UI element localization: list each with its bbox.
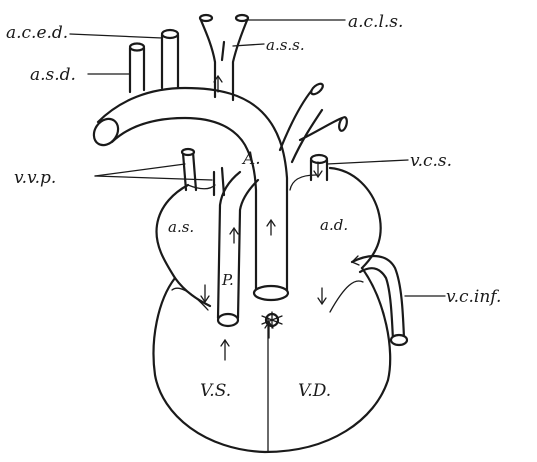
right-upper-branches xyxy=(280,90,342,162)
branch-a-s-d xyxy=(130,48,144,92)
vena-cava-inferior-opening xyxy=(391,335,407,345)
label-a-s-s: a.s.s. xyxy=(266,36,305,54)
pulmonary-artery xyxy=(218,172,258,318)
label-a-s-d: a.s.d. xyxy=(30,65,76,85)
right-branch-upper-opening xyxy=(309,82,324,96)
label-a-c-l-s: a.c.l.s. xyxy=(348,12,403,32)
label-right-atrium: a.d. xyxy=(320,216,348,234)
label-v-v-p: v.v.p. xyxy=(14,168,56,188)
branch-a-c-e-d-opening xyxy=(162,30,178,38)
label-left-ventricle: V.S. xyxy=(200,381,231,401)
branch-a-c-l-s-trunk xyxy=(200,18,248,100)
left-atrium-top xyxy=(188,185,215,189)
pulmonary-vein-left xyxy=(183,152,196,190)
branch-a-c-e-d xyxy=(162,35,178,88)
vena-cava-superior-opening xyxy=(311,155,327,163)
label-v-c-s: v.c.s. xyxy=(410,151,452,171)
aortic-root-opening xyxy=(254,286,288,300)
label-aorta-A: A. xyxy=(241,149,261,169)
label-v-c-inf: v.c.inf. xyxy=(446,287,501,307)
branch-a-s-d-opening xyxy=(130,44,144,51)
right-ventricle-inner-curve xyxy=(330,281,363,312)
label-pulmonary-P: P. xyxy=(221,271,234,289)
left-atrium-outline xyxy=(156,185,210,306)
aortic-arch-inner xyxy=(112,118,256,290)
pulmonary-vein-right xyxy=(214,168,224,195)
branch-fork-left-opening xyxy=(200,15,212,21)
descending-aorta-cut-end xyxy=(89,114,123,150)
pulmonary-vein-left-opening xyxy=(182,149,194,155)
pulmonary-artery-opening xyxy=(218,314,238,326)
label-left-atrium: a.s. xyxy=(168,218,194,236)
label-right-ventricle: V.D. xyxy=(298,381,331,401)
label-a-c-e-d: a.c.e.d. xyxy=(6,23,68,43)
